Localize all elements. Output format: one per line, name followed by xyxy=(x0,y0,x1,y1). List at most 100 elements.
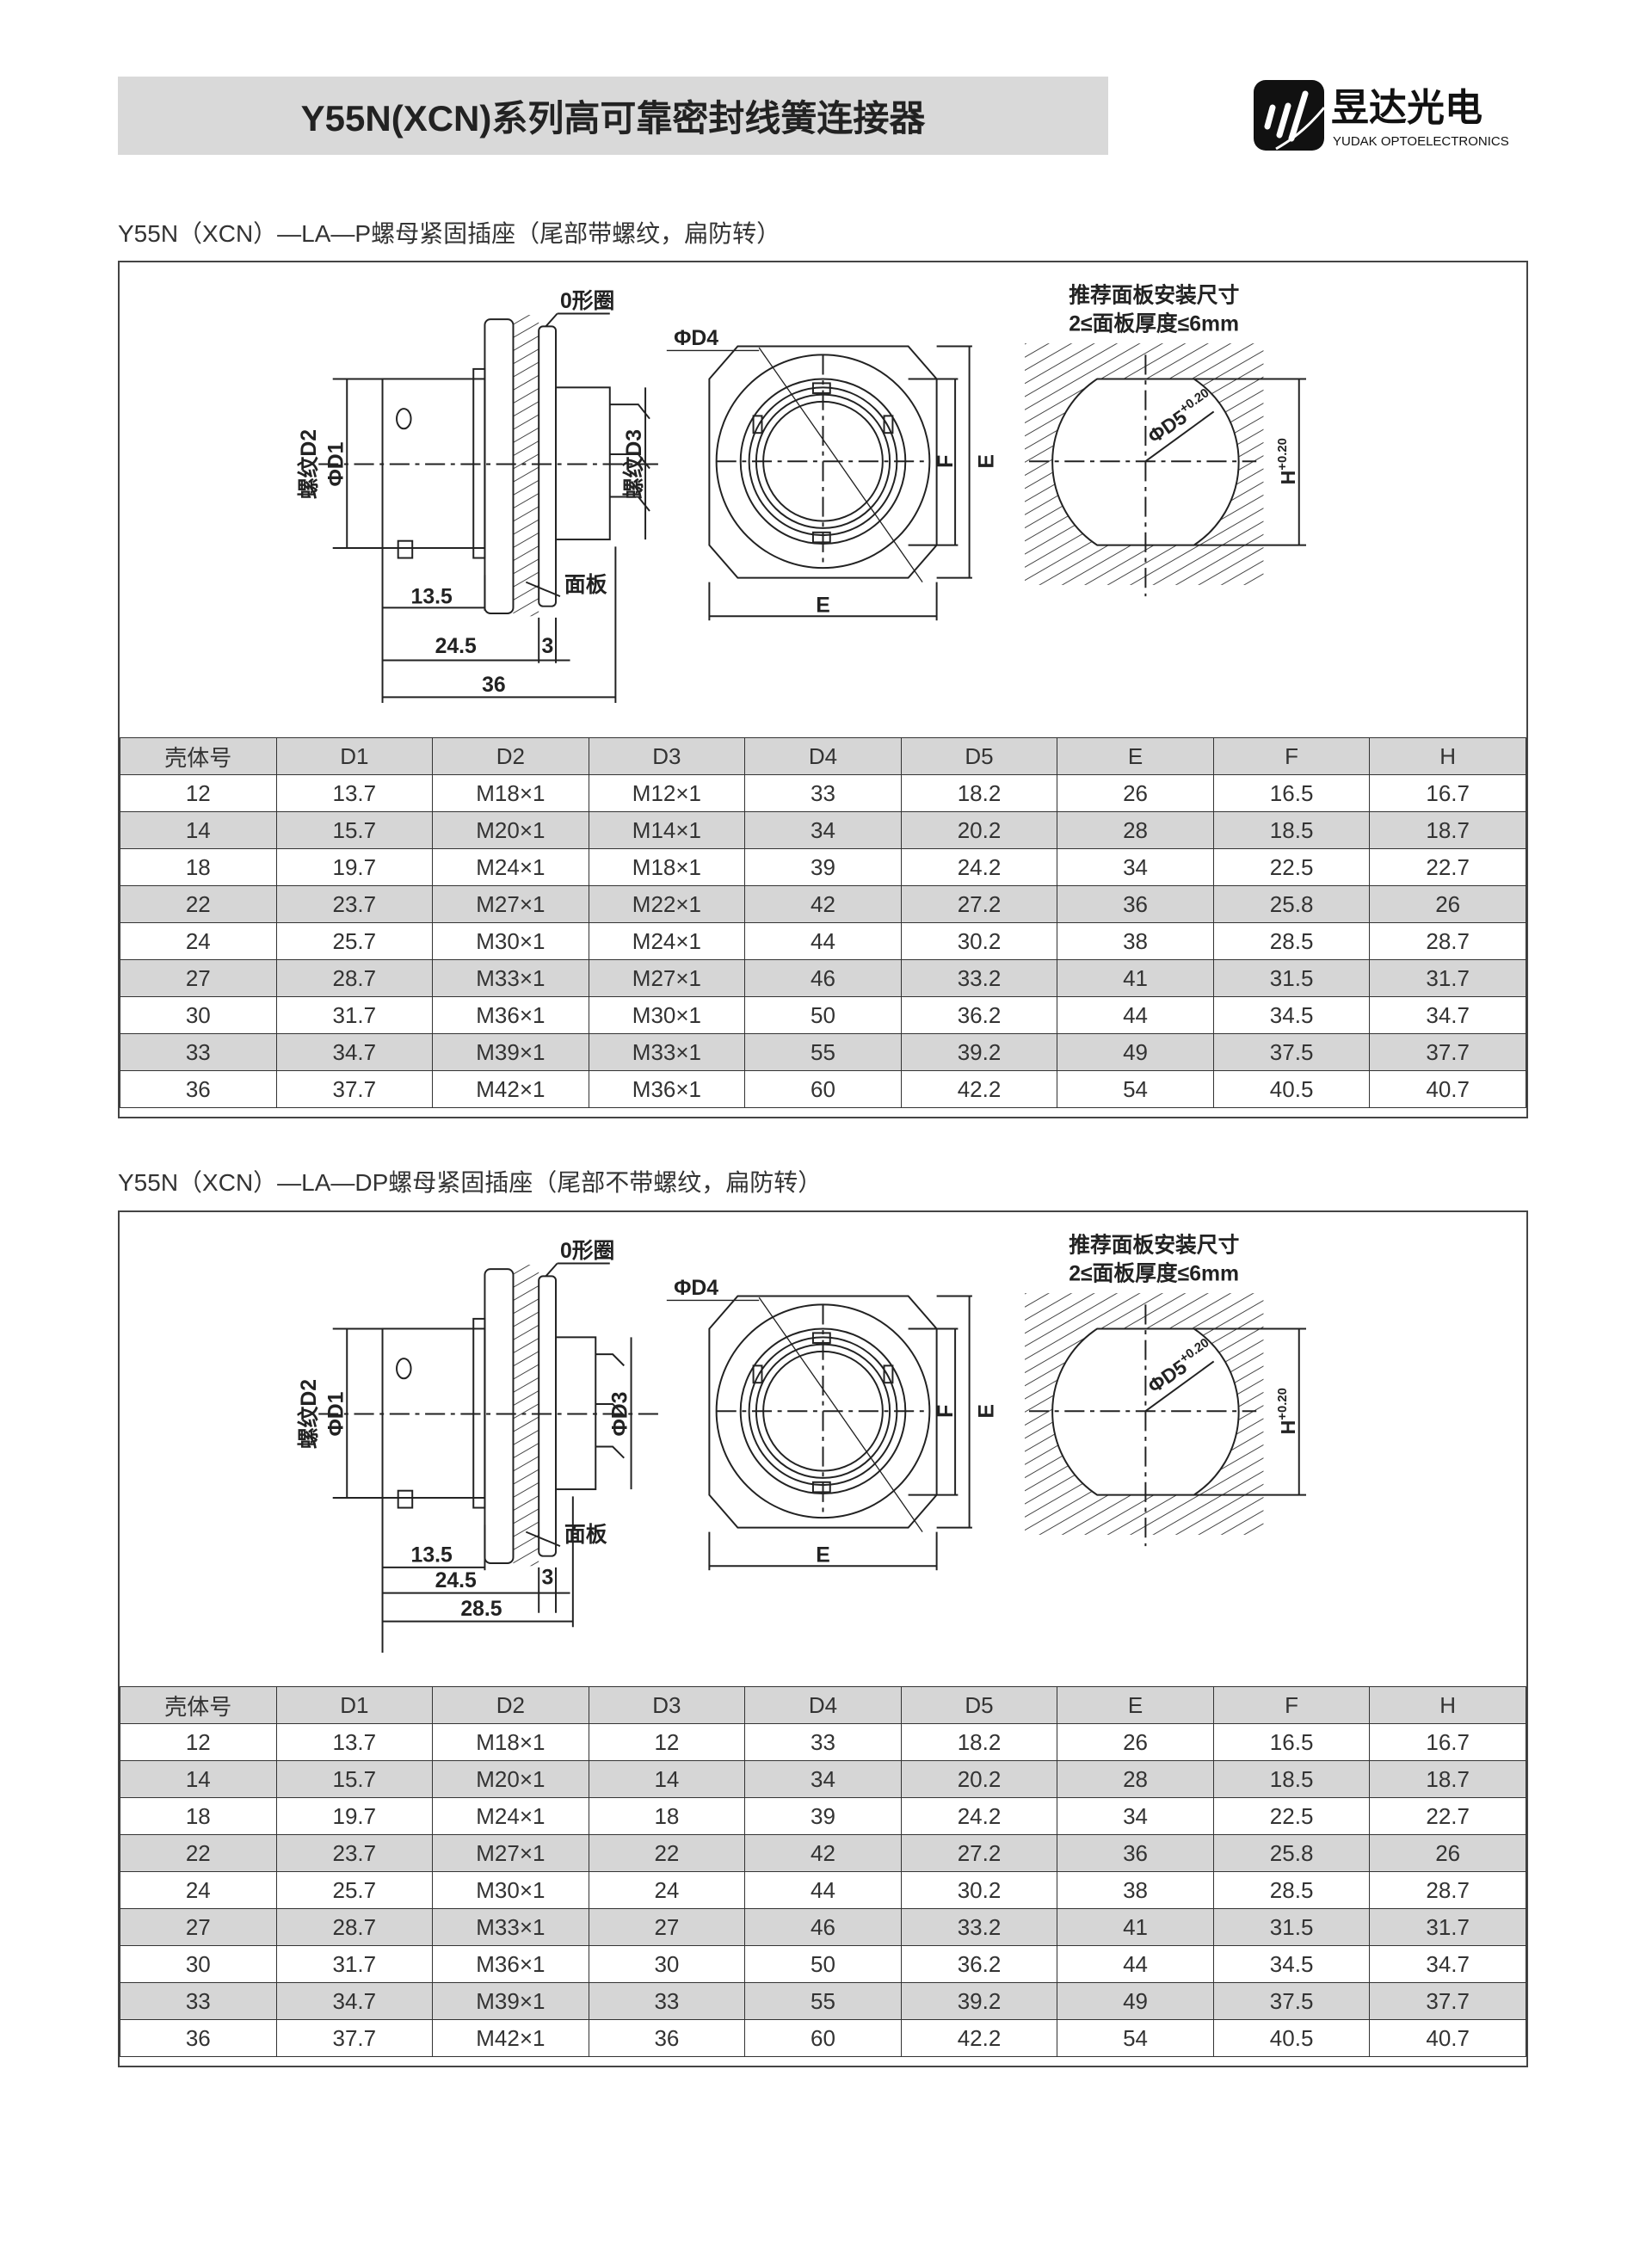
panel-label: 面板 xyxy=(564,573,607,597)
table-cell: 24 xyxy=(120,922,277,960)
f-label: F xyxy=(934,455,958,468)
table-cell: 42.2 xyxy=(900,1070,1058,1108)
mount-title: 推荐面板安装尺寸 xyxy=(1069,1232,1239,1257)
table-cell: 50 xyxy=(744,1945,902,1983)
table-cell: 44 xyxy=(1057,996,1214,1034)
thread-d2-label: 螺纹D2 xyxy=(297,429,321,499)
section-2-panel: 螺纹D2 ΦD1 ΦD3 0形圈 面板 13.5 24.5 3 28.5 ΦD4 xyxy=(118,1210,1528,2067)
technical-drawing: 螺纹D2 ΦD1 螺纹D3 0形圈 面板 13.5 24.5 3 36 ΦD4 xyxy=(297,282,1307,703)
table-cell: 31.7 xyxy=(1369,1908,1526,1946)
dim-13-5: 13.5 xyxy=(411,1543,453,1567)
table-cell: 22.5 xyxy=(1212,1797,1371,1835)
table-cell: 30.2 xyxy=(900,922,1058,960)
table-cell: 37.7 xyxy=(1369,1033,1526,1071)
table-cell: 40.5 xyxy=(1212,2019,1371,2057)
table-cell: 18.7 xyxy=(1369,811,1526,849)
table-cell: 12 xyxy=(120,1723,277,1761)
mount-thickness: 2≤面板厚度≤6mm xyxy=(1069,1260,1239,1285)
table-cell: 18.5 xyxy=(1212,811,1371,849)
table-cell: M22×1 xyxy=(588,885,746,923)
table-cell: 18.5 xyxy=(1212,1760,1371,1798)
panel-label: 面板 xyxy=(564,1523,607,1547)
table-cell: 18 xyxy=(120,1797,277,1835)
table-cell: 26 xyxy=(1057,774,1214,812)
column-header: D1 xyxy=(275,737,434,775)
table-cell: 15.7 xyxy=(275,1760,434,1798)
h-label-group: H+0.20 xyxy=(1276,1388,1299,1434)
panel-cutout-view: 推荐面板安装尺寸 2≤面板厚度≤6mm ΦD5+0.20 H+0.20 xyxy=(1025,282,1307,597)
column-header: D2 xyxy=(432,737,589,775)
table-cell: 33 xyxy=(120,1982,277,2020)
table-cell: M18×1 xyxy=(432,774,589,812)
table-cell: 20.2 xyxy=(900,1760,1058,1798)
table-cell: 40.7 xyxy=(1369,1070,1526,1108)
table-cell: 24 xyxy=(120,1871,277,1909)
table-cell: 26 xyxy=(1057,1723,1214,1761)
table-cell: 26 xyxy=(1369,885,1526,923)
column-header: F xyxy=(1212,737,1371,775)
table-cell: 16.7 xyxy=(1369,1723,1526,1761)
table-cell: 39.2 xyxy=(900,1982,1058,2020)
table-cell: 31.5 xyxy=(1212,959,1371,997)
column-header: D3 xyxy=(588,1686,746,1724)
table-cell: 25.7 xyxy=(275,1871,434,1909)
section-2-drawing: 螺纹D2 ΦD1 ΦD3 0形圈 面板 13.5 24.5 3 28.5 ΦD4 xyxy=(120,1212,1526,1687)
table-cell: 30 xyxy=(588,1945,746,1983)
table-cell: M18×1 xyxy=(588,848,746,886)
table-cell: 54 xyxy=(1057,1070,1214,1108)
table-cell: M12×1 xyxy=(588,774,746,812)
table-cell: 33 xyxy=(744,774,902,812)
table-cell: 60 xyxy=(744,2019,902,2057)
table-cell: 34.7 xyxy=(275,1982,434,2020)
table-cell: 28.7 xyxy=(1369,1871,1526,1909)
table-cell: M33×1 xyxy=(588,1033,746,1071)
column-header: D2 xyxy=(432,1686,589,1724)
table-cell: M27×1 xyxy=(432,885,589,923)
table-cell: 34.7 xyxy=(1369,1945,1526,1983)
dim-3: 3 xyxy=(542,1567,554,1590)
d4-label: ΦD4 xyxy=(674,1277,718,1300)
column-header: D3 xyxy=(588,737,746,775)
table-cell: 18 xyxy=(120,848,277,886)
d1-label: ΦD1 xyxy=(324,1391,348,1436)
table-cell: 23.7 xyxy=(275,1834,434,1872)
table-cell: 34 xyxy=(744,1760,902,1798)
table-cell: 27 xyxy=(120,959,277,997)
table-cell: M27×1 xyxy=(588,959,746,997)
table-cell: 20.2 xyxy=(900,811,1058,849)
table-cell: M30×1 xyxy=(432,922,589,960)
table-cell: 22 xyxy=(588,1834,746,1872)
table-cell: 18.2 xyxy=(900,1723,1058,1761)
table-cell: 25.7 xyxy=(275,922,434,960)
table-cell: 22 xyxy=(120,1834,277,1872)
table-cell: 25.8 xyxy=(1212,885,1371,923)
table-cell: 30.2 xyxy=(900,1871,1058,1909)
technical-drawing: 螺纹D2 ΦD1 ΦD3 0形圈 面板 13.5 24.5 3 28.5 ΦD4 xyxy=(297,1232,1307,1653)
dim-13-5: 13.5 xyxy=(411,585,453,608)
table-cell: 28.5 xyxy=(1212,922,1371,960)
table-cell: 13.7 xyxy=(275,1723,434,1761)
column-header: F xyxy=(1212,1686,1371,1724)
o-ring-label: 0形圈 xyxy=(560,1239,614,1263)
thread-d2-label: 螺纹D2 xyxy=(297,1379,321,1449)
table-cell: 22.5 xyxy=(1212,848,1371,886)
table-cell: M20×1 xyxy=(432,811,589,849)
table-cell: 38 xyxy=(1057,1871,1214,1909)
section-1-panel: 螺纹D2 ΦD1 螺纹D3 0形圈 面板 13.5 24.5 3 36 ΦD4 xyxy=(118,261,1528,1118)
table-cell: M27×1 xyxy=(432,1834,589,1872)
column-header: E xyxy=(1057,737,1214,775)
table-cell: 27.2 xyxy=(900,1834,1058,1872)
table-cell: 27 xyxy=(588,1908,746,1946)
table-cell: 37.5 xyxy=(1212,1033,1371,1071)
table-cell: 42 xyxy=(744,885,902,923)
